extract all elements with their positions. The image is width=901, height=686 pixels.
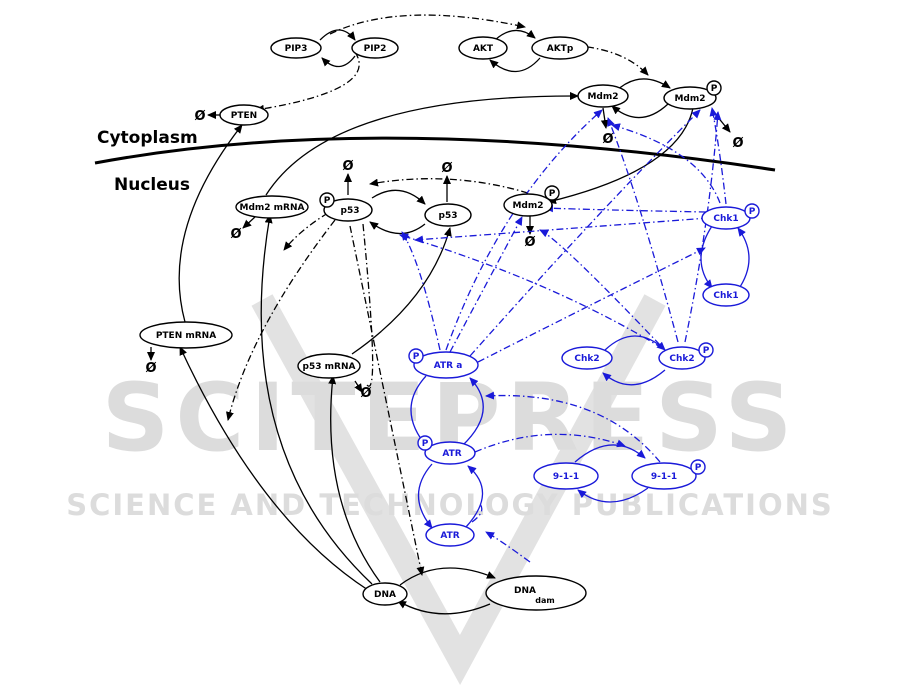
svg-text:PTEN: PTEN <box>231 111 257 121</box>
svg-text:P: P <box>549 189 556 199</box>
svg-text:P: P <box>413 352 420 362</box>
node-dna[interactable]: DNA <box>363 583 407 605</box>
node-p53-phospho[interactable]: p53 P <box>320 193 372 221</box>
degradation-icon: Ø <box>230 227 241 242</box>
node-p53[interactable]: p53 <box>425 204 471 226</box>
svg-text:ATR: ATR <box>442 449 461 459</box>
svg-text:Chk2: Chk2 <box>669 354 694 364</box>
degradation-icon: Ø <box>342 159 353 174</box>
svg-text:ATR a: ATR a <box>434 361 463 371</box>
node-dna-damage[interactable]: DNA dam <box>486 576 586 610</box>
svg-text:Mdm2: Mdm2 <box>674 94 705 104</box>
watermark-sub: SCIENCE AND TECHNOLOGY PUBLICATIONS <box>66 488 834 522</box>
degradation-icon: Ø <box>441 161 452 176</box>
node-pip3[interactable]: PIP3 <box>271 38 321 58</box>
degradation-icon: Ø <box>602 132 613 147</box>
node-p53-mrna[interactable]: p53 mRNA <box>298 354 360 378</box>
svg-text:Chk1: Chk1 <box>713 214 738 224</box>
node-chk2[interactable]: Chk2 <box>562 347 612 369</box>
node-akt[interactable]: AKT <box>459 37 507 59</box>
node-pten[interactable]: PTEN <box>220 105 268 125</box>
nucleus-label: Nucleus <box>114 175 190 195</box>
svg-text:9-1-1: 9-1-1 <box>651 472 677 482</box>
svg-text:P: P <box>324 196 331 206</box>
node-atr[interactable]: ATR <box>426 524 474 546</box>
node-chk1-phospho[interactable]: Chk1 P <box>702 204 759 229</box>
svg-text:ATR: ATR <box>440 531 459 541</box>
svg-text:Mdm2: Mdm2 <box>587 92 618 102</box>
node-mdm2-nuc-phospho[interactable]: Mdm2 P <box>504 186 559 216</box>
svg-text:P: P <box>749 207 756 217</box>
svg-text:PIP2: PIP2 <box>364 44 387 54</box>
svg-text:p53 mRNA: p53 mRNA <box>303 362 356 372</box>
svg-text:P: P <box>711 84 718 94</box>
svg-text:DNA: DNA <box>374 590 396 600</box>
svg-text:Mdm2 mRNA: Mdm2 mRNA <box>240 203 305 213</box>
node-chk1[interactable]: Chk1 <box>703 284 749 306</box>
cytoplasm-label: Cytoplasm <box>97 128 198 148</box>
svg-text:p53: p53 <box>439 211 458 221</box>
degradation-icon: Ø <box>360 386 371 401</box>
svg-text:Chk2: Chk2 <box>574 354 599 364</box>
svg-text:AKT: AKT <box>473 44 494 54</box>
svg-text:Chk1: Chk1 <box>713 291 738 301</box>
svg-text:9-1-1: 9-1-1 <box>553 472 579 482</box>
svg-text:P: P <box>703 346 710 356</box>
svg-text:p53: p53 <box>341 206 360 216</box>
node-mdm2-cyto-phospho[interactable]: Mdm2 P <box>664 81 721 109</box>
node-aktp[interactable]: AKTp <box>532 37 588 59</box>
node-mdm2-cyto[interactable]: Mdm2 <box>578 85 628 107</box>
svg-text:AKTp: AKTp <box>547 44 574 54</box>
svg-text:Mdm2: Mdm2 <box>512 201 543 211</box>
svg-text:P: P <box>422 439 429 449</box>
node-pten-mrna[interactable]: PTEN mRNA <box>140 322 232 348</box>
svg-text:P: P <box>695 463 702 473</box>
degradation-icon: Ø <box>732 136 743 151</box>
degradation-icon: Ø <box>194 109 205 124</box>
svg-text:PIP3: PIP3 <box>285 44 308 54</box>
node-pip2[interactable]: PIP2 <box>352 38 398 58</box>
node-911[interactable]: 9-1-1 <box>534 463 598 489</box>
degradation-icon: Ø <box>524 235 535 250</box>
svg-text:PTEN mRNA: PTEN mRNA <box>156 331 216 341</box>
svg-text:DNA: DNA <box>514 586 536 596</box>
degradation-icon: Ø <box>145 361 156 376</box>
svg-text:dam: dam <box>535 596 554 605</box>
node-mdm2-mrna[interactable]: Mdm2 mRNA <box>236 196 308 218</box>
